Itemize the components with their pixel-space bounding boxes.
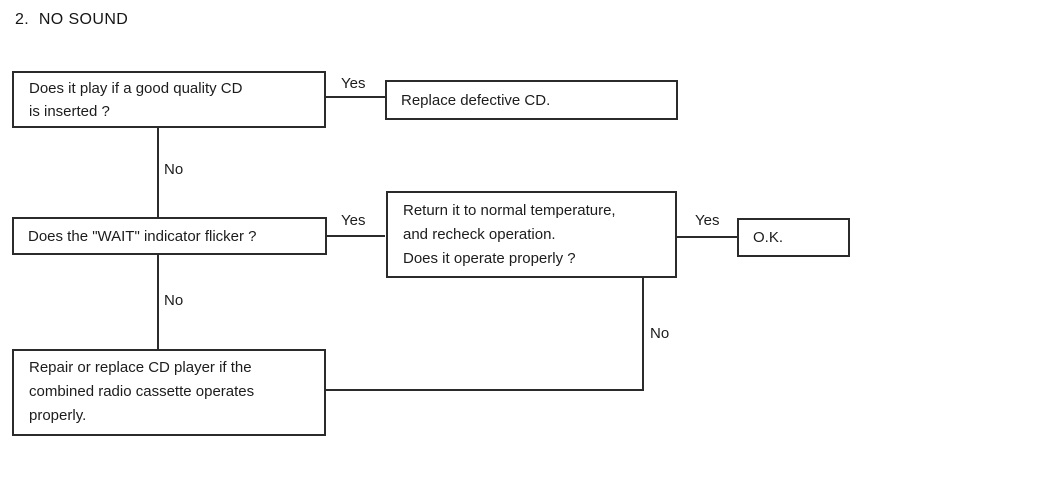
connector-q2-no-vertical: [157, 255, 159, 349]
edge-label-no-operates-properly: No: [650, 325, 670, 343]
edge-label-no-wait-indicator: No: [164, 292, 184, 310]
connector-return-no-vertical: [642, 278, 644, 391]
connector-return-no-horizontal: [326, 389, 644, 391]
flowchart-node-repair-or-replace-cd-player: Repair or replace CD player if the combi…: [12, 349, 326, 436]
connector-q1-no-vertical: [157, 128, 159, 217]
edge-label-yes-cd-quality: Yes: [341, 75, 366, 93]
flowchart-node-return-normal-temperature: Return it to normal temperature, and rec…: [386, 191, 677, 278]
connector-q1-yes-horizontal: [326, 96, 385, 98]
flowchart-node-question-cd-quality: Does it play if a good quality CD is ins…: [12, 71, 326, 128]
connector-return-yes-horizontal: [677, 236, 737, 238]
flowchart-node-ok: O.K.: [737, 218, 850, 257]
edge-label-no-cd-quality: No: [164, 161, 184, 179]
edge-label-yes-wait-indicator: Yes: [341, 212, 366, 230]
flowchart-node-replace-defective-cd: Replace defective CD.: [385, 80, 678, 120]
page-title: 2. NO SOUND: [15, 11, 129, 28]
connector-q2-yes-horizontal: [327, 235, 385, 237]
edge-label-yes-operates-properly: Yes: [695, 212, 720, 230]
flowchart-node-question-wait-indicator: Does the "WAIT" indicator flicker ?: [12, 217, 327, 255]
